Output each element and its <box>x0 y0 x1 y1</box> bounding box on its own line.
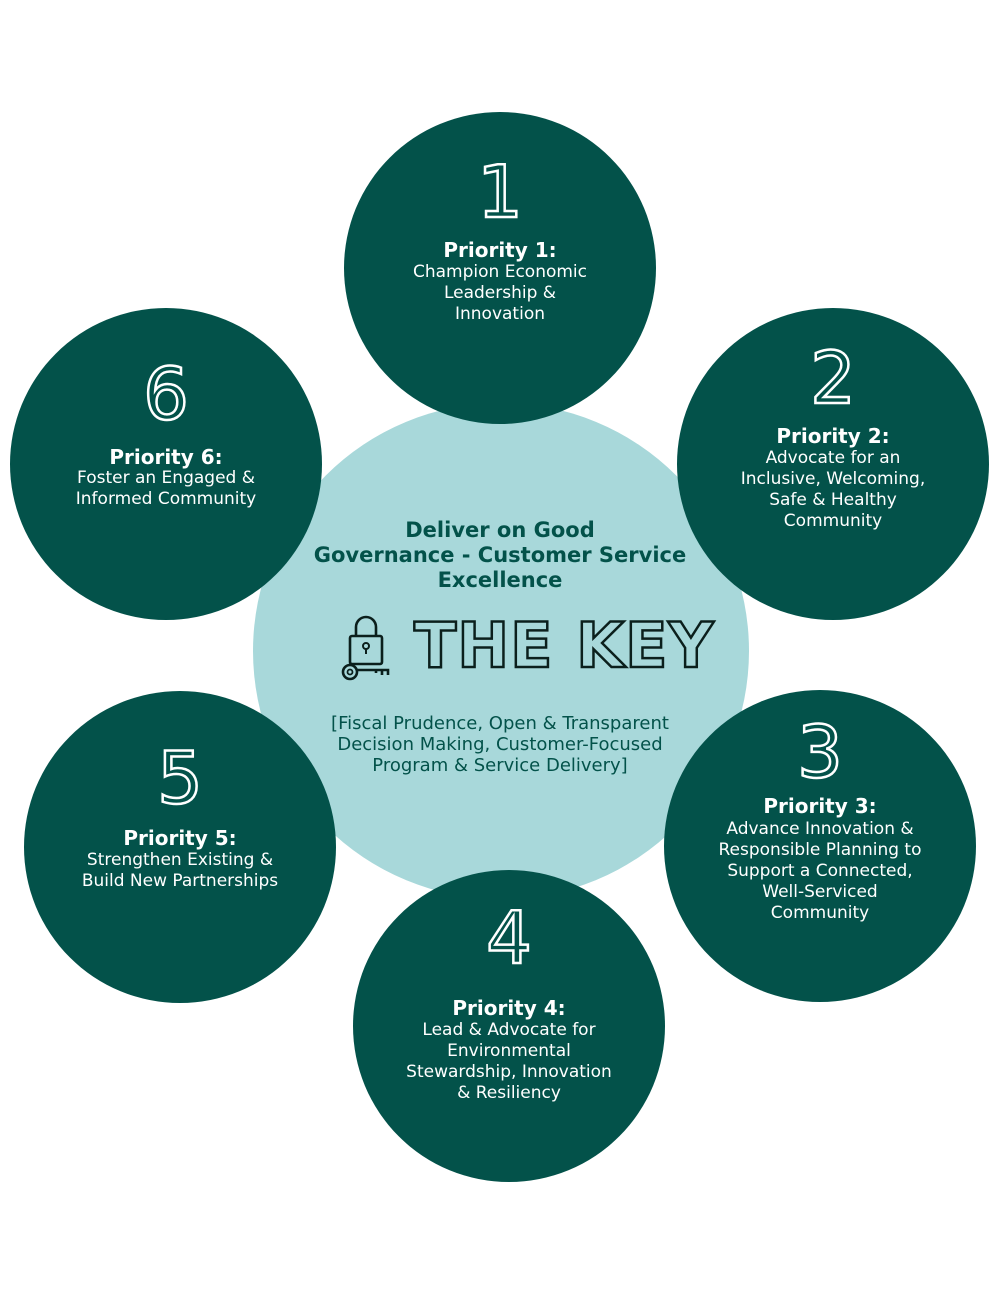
priority-1-circle: 1 Priority 1: Champion Economic Leadersh… <box>344 112 656 424</box>
priority-line: Lead & Advocate for <box>422 1020 596 1040</box>
priority-line: Inclusive, Welcoming, <box>740 469 926 489</box>
priority-line: Support a Connected, <box>727 861 913 881</box>
priority-line: Champion Economic <box>412 262 587 282</box>
priority-line: Responsible Planning to <box>718 840 922 860</box>
center-subtext-line: [Fiscal Prudence, Open & Transparent <box>331 713 669 734</box>
priority-description: Foster an Engaged & Informed Community <box>10 468 322 510</box>
center-subtext: [Fiscal Prudence, Open & Transparent Dec… <box>300 713 700 776</box>
priority-line: & Resiliency <box>457 1083 561 1103</box>
priority-line: Innovation <box>454 304 545 324</box>
priority-title: Priority 4: <box>452 996 566 1020</box>
priority-line: Foster an Engaged & <box>77 468 255 488</box>
center-heading: Deliver on Good Governance - Customer Se… <box>300 518 700 593</box>
priority-line: Build New Partnerships <box>81 871 279 891</box>
the-key-row: THE KEY <box>330 608 715 686</box>
center-heading-line: Deliver on Good <box>405 518 595 542</box>
priority-line: Advance Innovation & <box>726 819 914 839</box>
priority-description: Advance Innovation & Responsible Plannin… <box>664 819 976 924</box>
priority-line: Community <box>783 511 883 531</box>
the-key-label: THE KEY <box>413 608 715 684</box>
priority-line: Stewardship, Innovation <box>406 1062 612 1082</box>
center-subtext-line: Decision Making, Customer-Focused <box>337 734 663 755</box>
priority-6-circle: 6 Priority 6: Foster an Engaged & Inform… <box>10 308 322 620</box>
priority-title: Priority 5: <box>123 826 237 850</box>
priority-title: Priority 2: <box>776 424 890 448</box>
priority-title: Priority 6: <box>109 445 223 469</box>
priority-5-circle: 5 Priority 5: Strengthen Existing & Buil… <box>24 691 336 1003</box>
priority-description: Strengthen Existing & Build New Partners… <box>24 850 336 892</box>
priority-line: Informed Community <box>75 489 257 509</box>
lock-and-key-icon <box>341 615 390 681</box>
priority-number: 6 <box>142 352 190 436</box>
priority-3-circle: 3 Priority 3: Advance Innovation & Respo… <box>664 690 976 1002</box>
priority-title: Priority 3: <box>763 794 877 818</box>
priority-4-circle: 4 Priority 4: Lead & Advocate for Enviro… <box>353 870 665 1182</box>
center-heading-line: Excellence <box>437 568 563 592</box>
priority-number: 2 <box>809 336 857 420</box>
priority-number: 4 <box>485 896 533 980</box>
priority-description: Champion Economic Leadership & Innovatio… <box>344 262 656 325</box>
priority-line: Environmental <box>447 1041 571 1061</box>
priority-description: Lead & Advocate for Environmental Stewar… <box>353 1020 665 1104</box>
priority-line: Advocate for an <box>765 448 901 468</box>
center-heading-line: Governance - Customer Service <box>313 543 687 567</box>
priority-line: Well-Serviced <box>762 882 878 902</box>
priority-description: Advocate for an Inclusive, Welcoming, Sa… <box>677 448 989 532</box>
priority-title: Priority 1: <box>443 238 557 262</box>
priority-number: 3 <box>796 710 844 794</box>
priority-number: 1 <box>476 150 524 234</box>
priority-line: Safe & Healthy <box>769 490 897 510</box>
priority-line: Strengthen Existing & <box>86 850 274 870</box>
priority-line: Community <box>770 903 870 923</box>
priority-line: Leadership & <box>443 283 557 303</box>
center-subtext-line: Program & Service Delivery] <box>372 755 628 776</box>
priority-number: 5 <box>156 736 204 820</box>
priority-2-circle: 2 Priority 2: Advocate for an Inclusive,… <box>677 308 989 620</box>
